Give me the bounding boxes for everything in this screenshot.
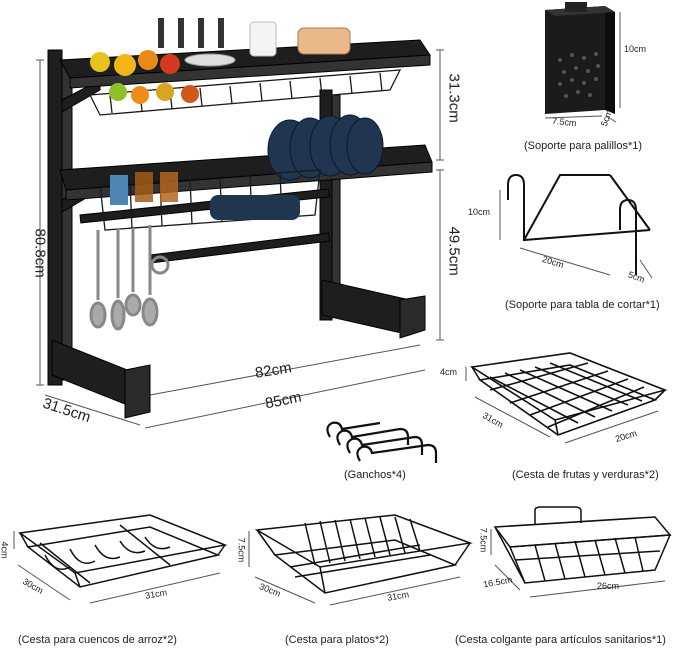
cutting-board-holder-height-label: 10cm [468,207,491,217]
main-rack: 80.8cm 31.3cm 49.5cm 82cm 85cm 31.5cm [0,0,463,440]
hooks: (Ganchos*4) [310,415,450,485]
cutting-board-holder: 10cm 20cm 5cm (Soporte para tabla de cor… [460,160,679,320]
hanging-basket-illustration [490,506,672,598]
chopstick-holder: 10cm 7.5cm 5cm (Soporte para palillos*1) [520,0,679,160]
fruit-basket-height-label: 4cm [440,367,458,377]
rice-bowl-basket-illustration [13,514,228,604]
rice-bowl-basket: 4cm 30cm 31cm (Cesta para cuencos de arr… [0,505,235,650]
rack-height-label: 80.8cm [31,228,49,278]
chopstick-holder-height-label: 10cm [624,44,647,54]
plate-basket-caption: (Cesta para platos*2) [285,634,389,646]
hanging-basket-caption: (Cesta colgante para artículos sanitario… [455,634,666,646]
chopstick-holder-illustration [544,2,621,123]
rice-bowl-basket-caption: (Cesta para cuencos de arroz*2) [18,634,177,646]
hooks-illustration [326,421,438,463]
cutting-board-holder-illustration [499,173,653,279]
plate-basket-illustration [248,514,473,606]
fruit-basket-caption: (Cesta de frutas y verduras*2) [512,469,659,481]
plate-basket: 7.5cm 30cm 31cm (Cesta para platos*2) [235,505,475,650]
chopstick-holder-caption: (Soporte para palillos*1) [524,140,643,152]
cutting-board-holder-caption: (Soporte para tabla de cortar*1) [505,299,660,311]
hanging-basket: 7.5cm 16.5cm 26cm (Cesta colgante para a… [455,505,679,650]
main-rack-illustration [36,18,444,429]
hooks-caption: (Ganchos*4) [344,469,406,481]
hanging-basket-width-label: 26cm [597,581,620,591]
fruit-basket-illustration [465,352,668,444]
rack-top-tier-label: 31.3cm [445,73,463,123]
plate-basket-height-label: 7.5cm [236,537,247,563]
rice-bowl-basket-height-label: 4cm [0,541,10,559]
hanging-basket-height-label: 7.5cm [478,527,489,553]
fruit-basket: 4cm 31cm 20cm (Cesta de frutas y verdura… [430,345,679,485]
